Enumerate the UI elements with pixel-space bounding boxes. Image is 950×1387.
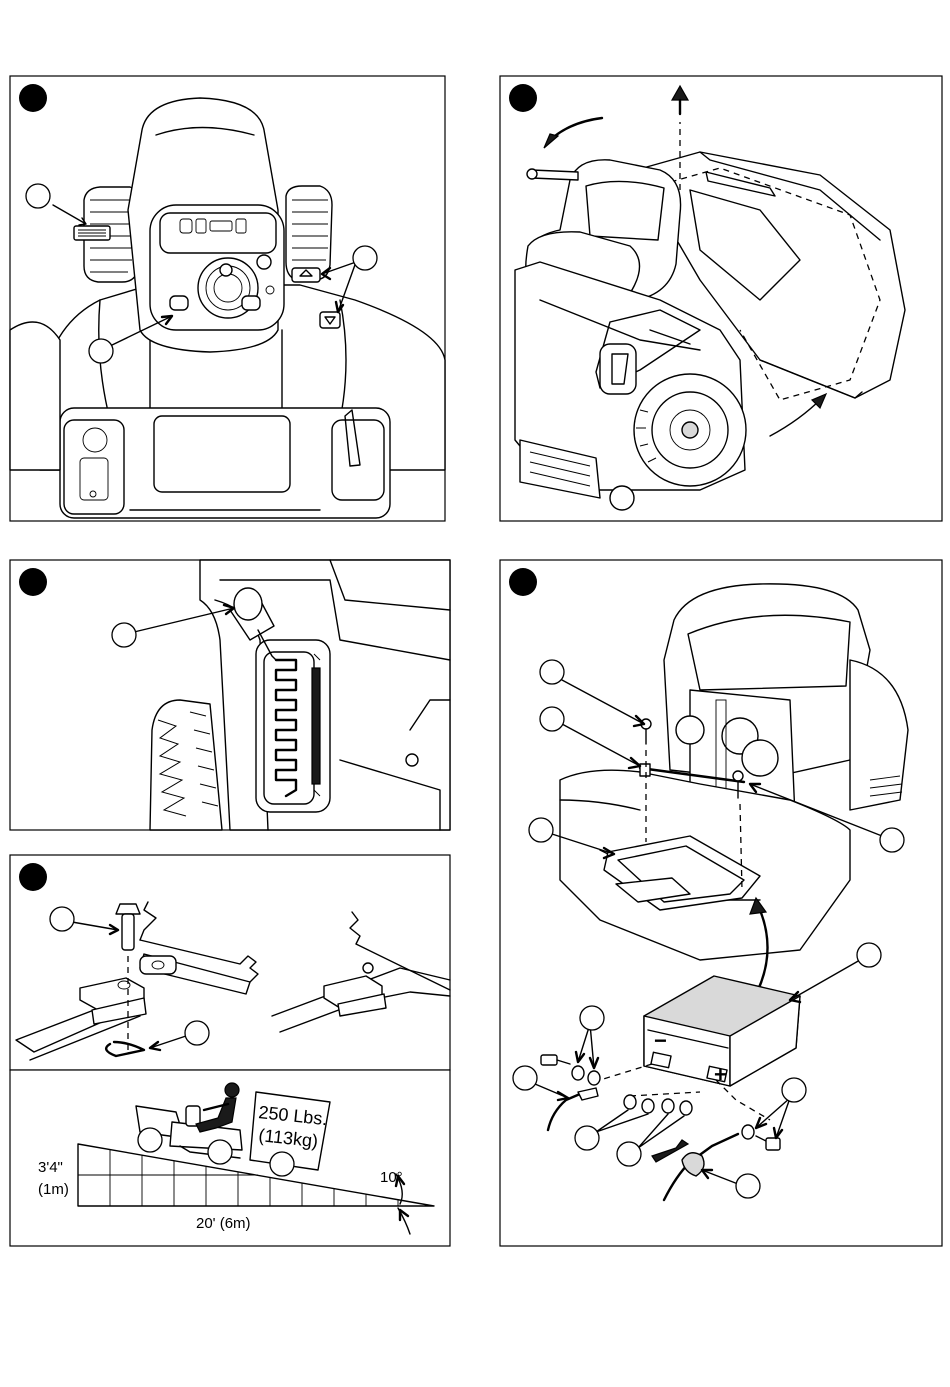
- callout: [513, 1066, 537, 1090]
- callout: [112, 623, 136, 647]
- callout: [529, 818, 553, 842]
- callout: [208, 1140, 232, 1164]
- callout: [138, 1128, 162, 1152]
- panel-1-dashboard: [10, 76, 445, 521]
- callout: [540, 707, 564, 731]
- callout: [270, 1152, 294, 1176]
- callout: [185, 1021, 209, 1045]
- callout: [89, 339, 113, 363]
- step-marker: [19, 568, 47, 596]
- callout: [580, 1006, 604, 1030]
- negative-terminal-symbol: −: [654, 1028, 667, 1053]
- panel-5-hitch-pin: [10, 855, 450, 1070]
- callout: [617, 1142, 641, 1166]
- panel-3-shift-detail: [10, 560, 450, 830]
- callout: [26, 184, 50, 208]
- callout: [857, 943, 881, 967]
- callout: [782, 1078, 806, 1102]
- step-marker: [509, 84, 537, 112]
- slope-length: 20' (6m): [196, 1215, 251, 1232]
- callout: [575, 1126, 599, 1150]
- slope-angle: 10°: [380, 1169, 403, 1186]
- step-marker: [19, 84, 47, 112]
- slope-height-metric: (1m): [38, 1181, 69, 1198]
- positive-terminal-symbol: +: [714, 1062, 727, 1087]
- step-marker: [509, 568, 537, 596]
- panel-2-seat-tilt: [500, 76, 942, 521]
- callout: [353, 246, 377, 270]
- step-marker: [19, 863, 47, 891]
- panel-4-battery: − +: [500, 560, 942, 1246]
- callout: [736, 1174, 760, 1198]
- slope-height-imperial: 3'4": [38, 1159, 63, 1176]
- callout: [880, 828, 904, 852]
- callout: [50, 907, 74, 931]
- panel-6-slope-load: 250 Lbs. (113kg) 3'4" (1m) 10° 20' (6m): [10, 1070, 450, 1246]
- callout: [540, 660, 564, 684]
